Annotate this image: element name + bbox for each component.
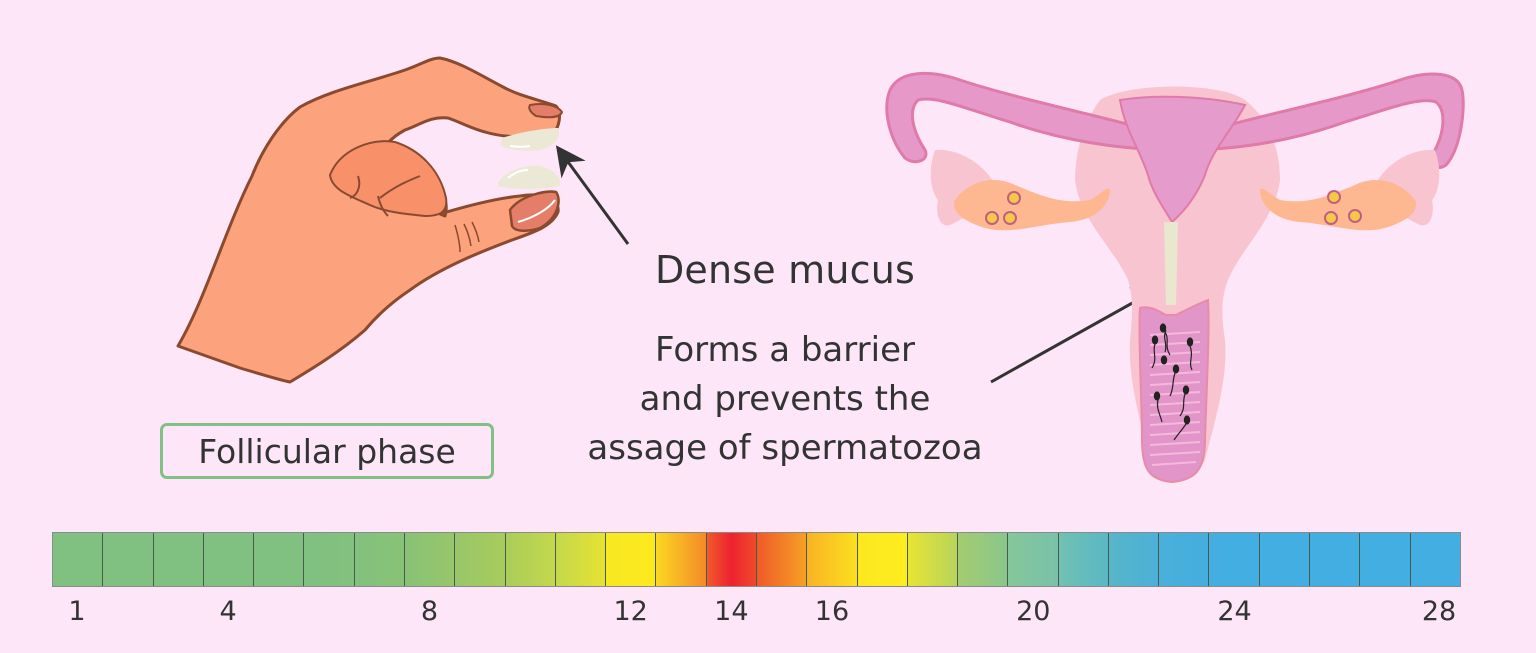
cycle-day-cell xyxy=(254,533,305,586)
cycle-day-label: 14 xyxy=(714,596,749,627)
arrow-to-fingers-mucus xyxy=(555,145,630,245)
cycle-day-cell xyxy=(404,533,456,586)
cycle-day-cell xyxy=(555,533,607,586)
cycle-day-cell xyxy=(354,533,405,586)
cycle-day-label: 4 xyxy=(219,596,237,627)
cycle-day-cell xyxy=(1108,533,1160,586)
hand-icon xyxy=(176,56,564,384)
cycle-day-cell xyxy=(1209,533,1260,586)
phase-label: Follicular phase xyxy=(198,431,456,471)
phase-badge: Follicular phase xyxy=(160,423,494,479)
cycle-day-cell xyxy=(304,533,355,586)
description-line-3: assage of spermatozoa xyxy=(587,428,983,468)
cycle-day-cell xyxy=(706,533,757,586)
cycle-day-cell xyxy=(606,533,657,586)
cycle-day-label: 8 xyxy=(420,596,438,627)
cycle-day-cell xyxy=(756,533,808,586)
dense-mucus-label: Dense mucus xyxy=(654,248,916,292)
description-line-1: Forms a barrier xyxy=(655,330,915,370)
description-line-2: and prevents the xyxy=(639,379,931,419)
uterus-icon xyxy=(885,71,1465,484)
cycle-day-label: 28 xyxy=(1421,596,1457,627)
cycle-day-cell xyxy=(53,533,104,586)
cycle-day-cell xyxy=(153,533,204,586)
cycle-day-label: 16 xyxy=(814,596,850,627)
cycle-day-label: 24 xyxy=(1217,596,1252,627)
cycle-day-cell xyxy=(1008,533,1059,586)
cycle-day-label: 1 xyxy=(68,596,86,627)
cycle-day-cell xyxy=(807,533,858,586)
cycle-day-cell xyxy=(1360,533,1411,586)
cycle-day-cell xyxy=(1259,533,1311,586)
cycle-day-cell xyxy=(505,533,556,586)
cycle-day-label: 12 xyxy=(613,596,648,627)
cycle-day-cell xyxy=(656,533,707,586)
cycle-day-cell xyxy=(1310,533,1361,586)
mucus-description: Forms a barrier and prevents the assage … xyxy=(560,326,1010,473)
cycle-day-cell xyxy=(857,533,908,586)
arrow-to-cervical-mucus xyxy=(990,286,1163,384)
cycle-day-cell xyxy=(455,533,506,586)
cycle-day-cell xyxy=(203,533,255,586)
cycle-day-cell xyxy=(103,533,154,586)
cycle-day-cell xyxy=(907,533,959,586)
cycle-day-cell xyxy=(1159,533,1210,586)
cycle-day-scale xyxy=(52,532,1461,587)
spermatozoa-icon xyxy=(1151,323,1194,441)
cycle-day-cell xyxy=(1058,533,1109,586)
cycle-day-cell xyxy=(958,533,1009,586)
cycle-day-label: 20 xyxy=(1016,596,1051,627)
cycle-day-cell xyxy=(1410,533,1460,586)
